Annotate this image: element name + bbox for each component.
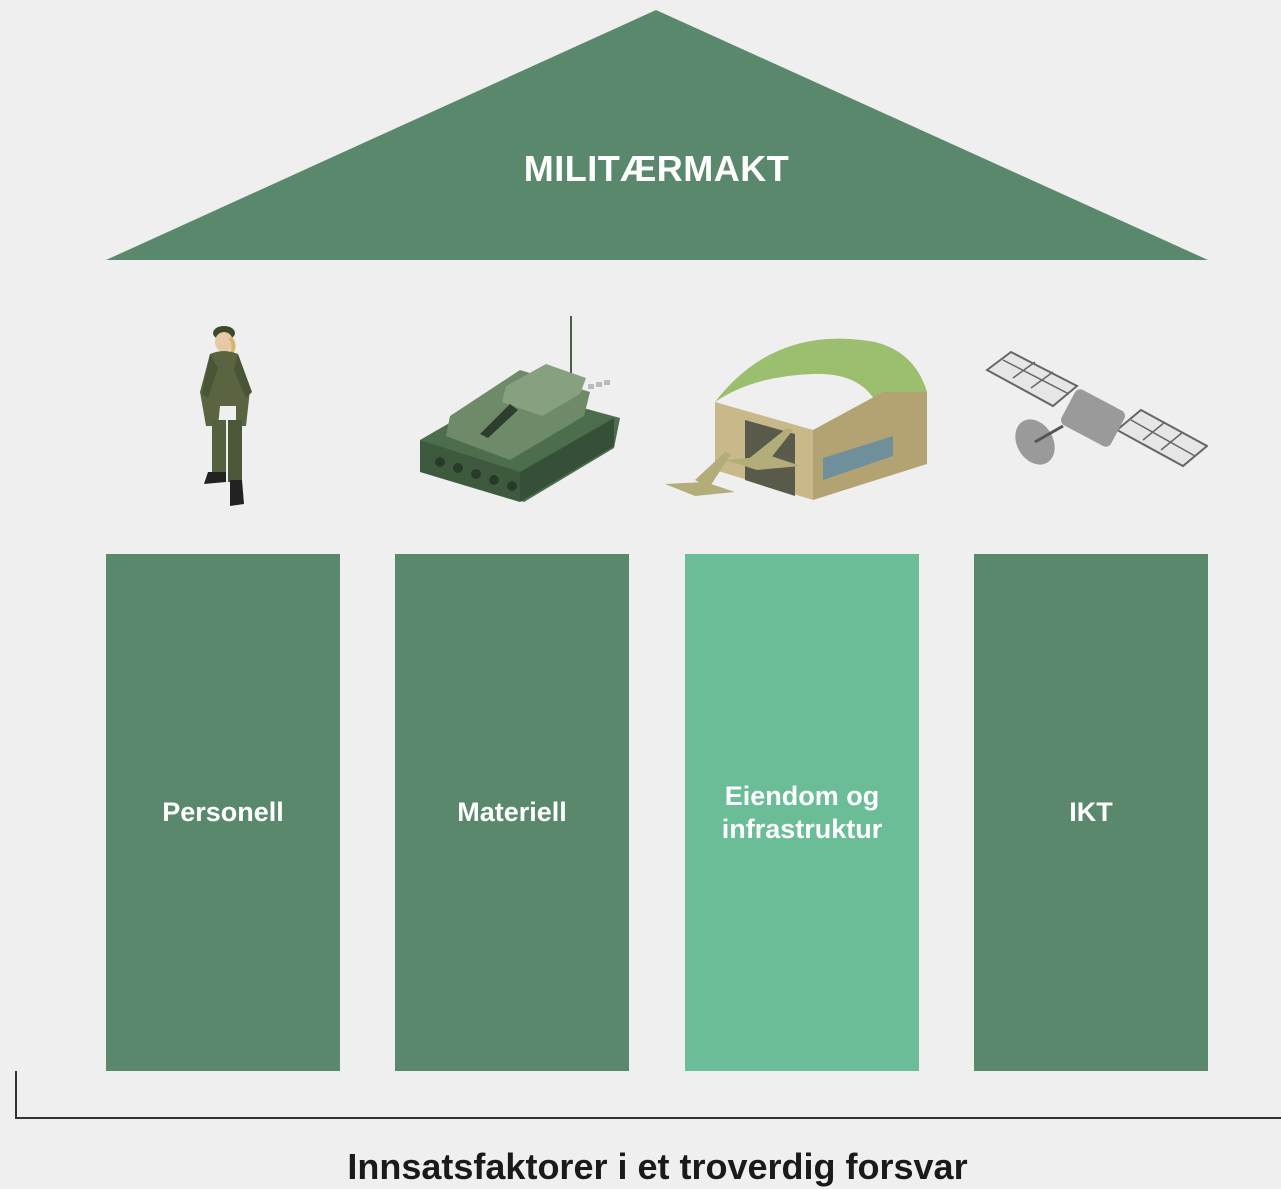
- roof-title: MILITÆRMAKT: [523, 148, 790, 189]
- roof-triangle: [106, 10, 1208, 260]
- base-line: [15, 1071, 1281, 1119]
- pillar-label: Personell: [162, 797, 284, 827]
- tank-icon: [420, 316, 620, 502]
- pillar-personell: Personell: [106, 554, 340, 1071]
- pillar-materiell: Materiell: [395, 554, 629, 1071]
- soldier-icon: [200, 326, 252, 506]
- pillar-label: Materiell: [457, 797, 567, 827]
- hangar-icon: [665, 338, 927, 500]
- pillar-ikt: IKT: [974, 554, 1208, 1071]
- satellite-icon: [985, 350, 1208, 468]
- pillar-label: IKT: [1069, 797, 1113, 827]
- caption: Innsatsfaktorer i et troverdig forsvar: [347, 1146, 968, 1187]
- pillar-eiendom-infrastruktur: Eiendom og infrastruktur: [685, 554, 919, 1071]
- pillar-label: Eiendom og infrastruktur: [721, 780, 883, 844]
